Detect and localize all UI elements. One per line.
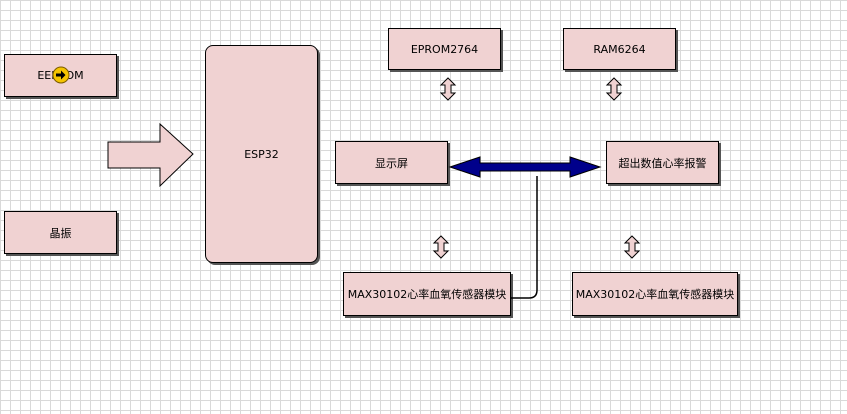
vertical-double-arrow-icon[interactable]	[623, 235, 641, 259]
esp32-label: ESP32	[244, 147, 279, 161]
vertical-double-arrow-icon[interactable]	[439, 77, 457, 101]
crystal-oscillator-block[interactable]: 晶振	[4, 211, 117, 254]
ram-block[interactable]: RAM6264	[563, 28, 676, 70]
vertical-double-arrow-icon[interactable]	[432, 235, 450, 259]
max30102-left-block[interactable]: MAX30102心率血氧传感器模块	[343, 272, 511, 316]
eprom-label: EPROM2764	[410, 42, 479, 56]
max30102-left-label: MAX30102心率血氧传感器模块	[347, 288, 507, 301]
esp32-block[interactable]: ESP32	[205, 45, 318, 263]
bus-line[interactable]	[511, 176, 538, 299]
connector-arrow-icon[interactable]	[52, 66, 70, 84]
input-arrow-icon[interactable]	[107, 122, 194, 188]
ram-label: RAM6264	[593, 42, 646, 56]
display-block[interactable]: 显示屏	[335, 141, 448, 184]
alarm-label: 超出数值心率报警	[618, 156, 707, 170]
eprom-block[interactable]: EPROM2764	[388, 28, 501, 70]
max30102-right-block[interactable]: MAX30102心率血氧传感器模块	[572, 272, 738, 316]
bus-double-arrow-icon[interactable]	[448, 156, 602, 178]
display-label: 显示屏	[375, 156, 408, 170]
vertical-double-arrow-icon[interactable]	[605, 77, 623, 101]
alarm-block[interactable]: 超出数值心率报警	[606, 141, 719, 184]
max30102-right-label: MAX30102心率血氧传感器模块	[575, 288, 735, 301]
crystal-label: 晶振	[49, 226, 72, 240]
